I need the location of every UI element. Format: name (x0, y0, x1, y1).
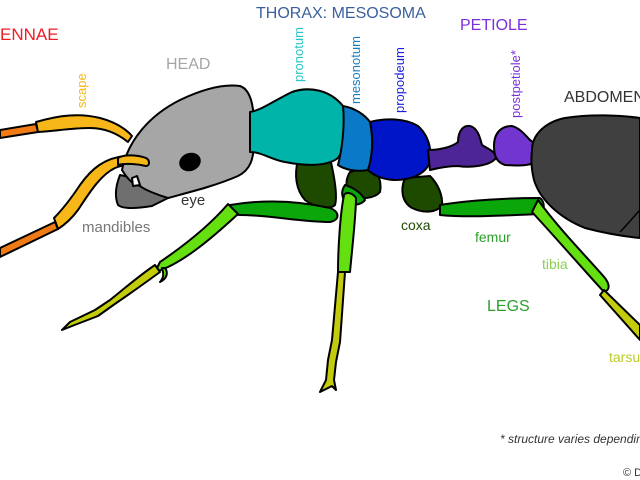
eye-icon (179, 152, 201, 172)
front-leg (61, 157, 339, 331)
antenna-lower-tip (117, 154, 150, 167)
mandible-tooth (131, 175, 141, 187)
head-capsule (121, 84, 256, 199)
front-tarsus (61, 264, 161, 331)
label-thorax: THORAX: MESOSOMA (256, 5, 426, 22)
label-head: HEAD (166, 56, 210, 73)
hind-coxa (401, 175, 444, 213)
hind-leg (401, 175, 640, 341)
front-tibia-spur (159, 267, 168, 283)
label-eye: eye (181, 192, 205, 209)
propodeum (367, 118, 432, 181)
front-tibia (154, 203, 239, 273)
label-pronotum: pronotum (291, 27, 306, 82)
label-antennae: ANTENNAE (0, 25, 59, 44)
hind-tibia (531, 199, 610, 293)
label-mandibles: mandibles (82, 219, 150, 236)
mesonotum (337, 105, 374, 172)
label-tarsus: tarsus (609, 349, 640, 365)
abdomen (530, 114, 640, 239)
antenna-upper (0, 114, 133, 143)
hind-femur (439, 197, 545, 218)
label-petiole: PETIOLE (460, 17, 528, 34)
label-legs: LEGS (487, 298, 530, 315)
label-postpetiole: postpetiole* (508, 50, 523, 118)
head (114, 84, 256, 210)
middle-tarsus (319, 271, 346, 393)
label-mesonotum: mesonotum (348, 36, 363, 104)
copyright: © D (623, 467, 640, 479)
antenna-lower-funiculus (0, 221, 59, 258)
label-abdomen: ABDOMEN (564, 89, 640, 106)
middle-tibia (337, 192, 357, 273)
hind-tarsus (599, 289, 640, 341)
label-coxa: coxa (401, 217, 431, 233)
label-propodeum: propodeum (392, 47, 407, 113)
abdomen-segment-line (619, 209, 640, 233)
antenna-upper-funiculus (0, 123, 39, 139)
footnote: * structure varies depending (500, 432, 640, 446)
label-scape: scape (74, 73, 89, 108)
label-tibia: tibia (542, 256, 568, 272)
petiole (427, 124, 497, 171)
antenna-upper-scape (35, 114, 133, 143)
label-femur: femur (475, 229, 511, 245)
pronotum (249, 88, 346, 166)
